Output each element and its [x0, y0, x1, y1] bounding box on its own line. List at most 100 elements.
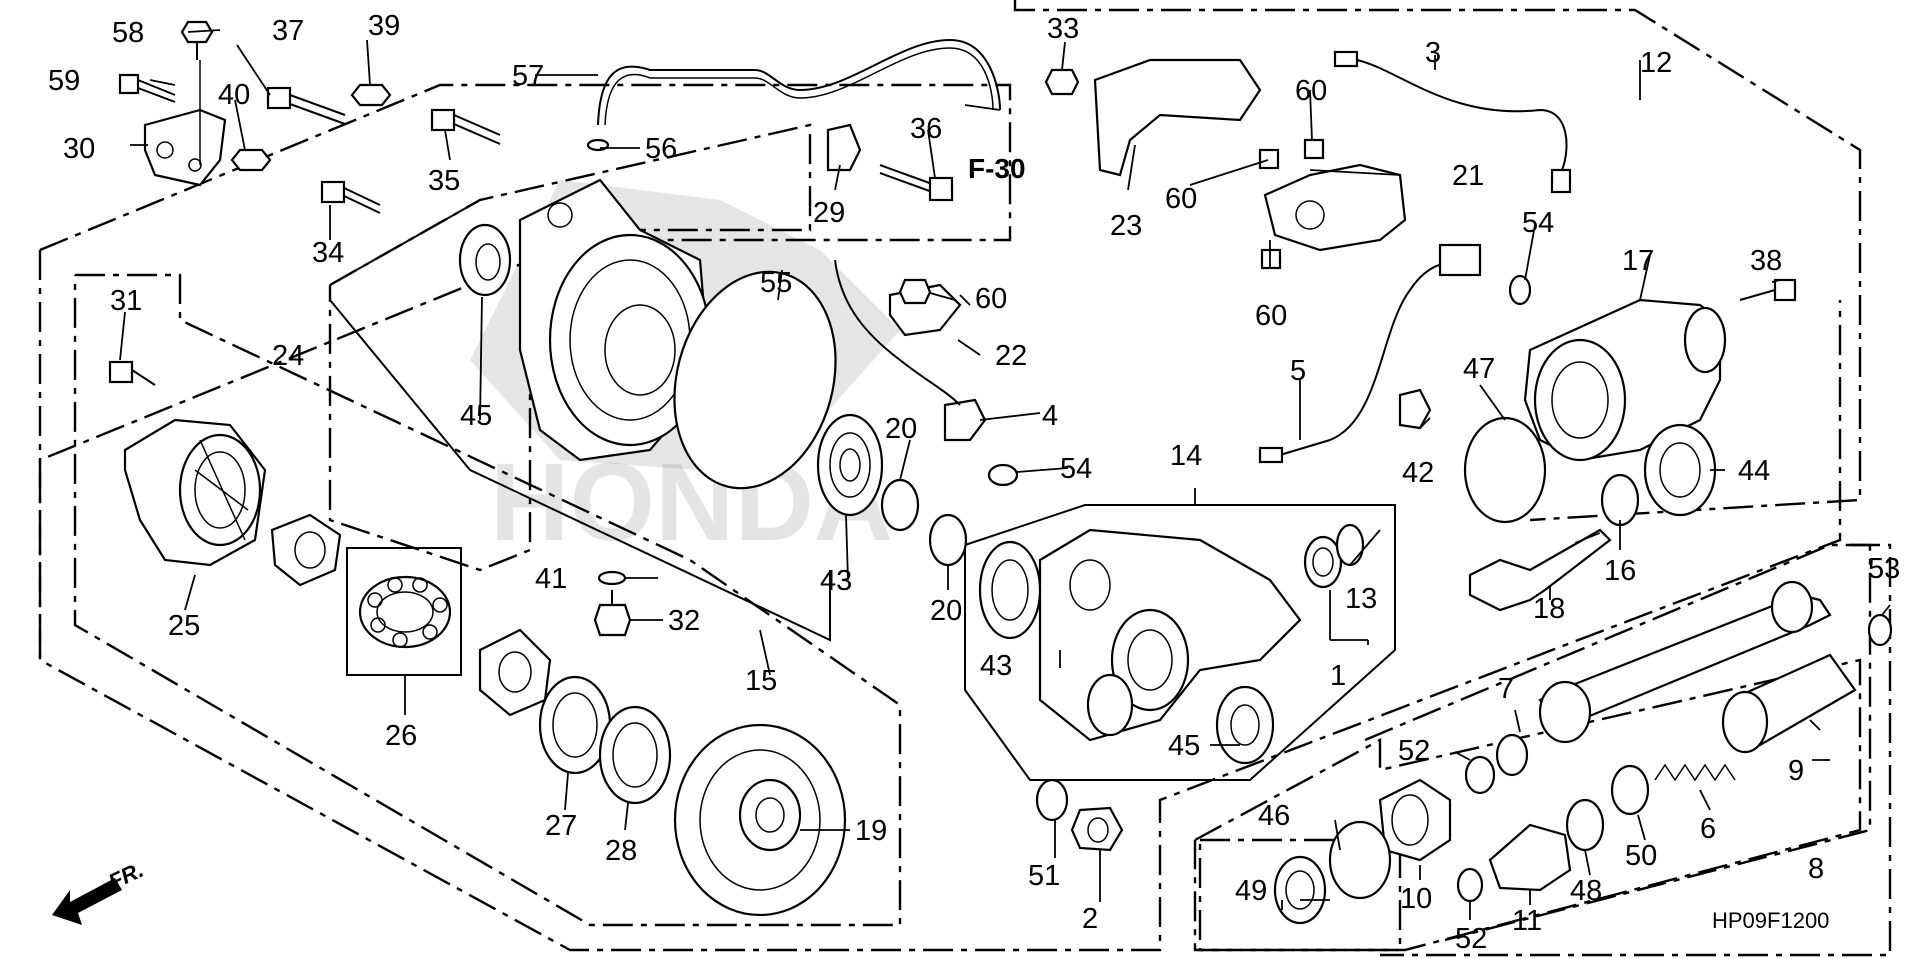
callout-57: 57 — [512, 60, 544, 92]
motor-unit-17 — [1523, 298, 1727, 462]
solid-outlines — [329, 199, 1396, 781]
breather-tube-57 — [597, 38, 1001, 126]
group-outlines — [38, 0, 1892, 957]
callout-26: 26 — [385, 720, 417, 752]
reference-f30: F-30 — [968, 153, 1026, 184]
washer-54-lower — [987, 463, 1019, 487]
callout-53: 53 — [1868, 553, 1900, 585]
bolt-35 — [430, 108, 501, 145]
callout-39: 39 — [368, 10, 400, 42]
circlip-52-upper — [1464, 755, 1496, 795]
clip-42 — [1398, 388, 1432, 430]
callout-60-top: 60 — [1295, 75, 1327, 107]
callout-31: 31 — [110, 285, 142, 317]
outline-main-housing-group — [38, 83, 1842, 952]
callout-49: 49 — [1235, 875, 1267, 907]
oil-seal-45-lower — [1215, 685, 1275, 765]
bearing-43-lower — [978, 540, 1042, 640]
callout-43-upper: 43 — [820, 565, 852, 597]
bolt-60-b — [1258, 148, 1280, 170]
diagram-code: HP09F1200 — [1712, 908, 1829, 933]
callout-3: 3 — [1425, 37, 1441, 69]
callout-21: 21 — [1452, 160, 1484, 192]
callout-1: 1 — [1330, 660, 1346, 692]
joint-10 — [1378, 778, 1452, 862]
callout-17: 17 — [1622, 245, 1654, 277]
washer-53 — [1867, 613, 1893, 647]
outline-spider-box — [346, 547, 462, 676]
washer-20-upper — [880, 478, 920, 532]
washer-41 — [597, 570, 627, 586]
outline-bearing-line — [329, 299, 471, 471]
bolt-59 — [118, 73, 176, 103]
callout-52-lower: 52 — [1455, 923, 1487, 955]
callout-47: 47 — [1463, 353, 1495, 385]
actuator-21 — [1263, 163, 1407, 252]
callout-40: 40 — [218, 79, 250, 111]
bolt-38 — [1739, 278, 1797, 302]
callout-45-lower: 45 — [1168, 730, 1200, 762]
bearing-44 — [1643, 423, 1717, 517]
callout-56: 56 — [645, 133, 677, 165]
callout-33: 33 — [1047, 13, 1079, 45]
bolt-34 — [320, 180, 381, 214]
side-gear-24 — [270, 513, 342, 587]
callouts: 58 37 39 59 40 30 35 34 31 24 25 26 27 2… — [48, 10, 1900, 955]
callout-41: 41 — [535, 563, 567, 595]
wire-harness-5 — [1258, 243, 1482, 464]
outline-case-lines-2 — [469, 469, 831, 642]
callout-48: 48 — [1570, 875, 1602, 907]
callout-7: 7 — [1498, 673, 1514, 705]
callout-25: 25 — [168, 610, 200, 642]
drain-bolt-2 — [1070, 806, 1124, 852]
washer-51 — [1035, 778, 1069, 822]
outline-case-lines — [329, 199, 481, 286]
callout-38: 38 — [1750, 245, 1782, 277]
seal-16 — [1600, 473, 1640, 527]
circlip-7 — [1495, 733, 1529, 777]
callout-16: 16 — [1604, 555, 1636, 587]
callout-5: 5 — [1290, 355, 1306, 387]
callout-24: 24 — [272, 340, 304, 372]
differential-housing-25 — [123, 418, 267, 567]
callout-60-sensor: 60 — [975, 283, 1007, 315]
callout-29: 29 — [813, 197, 845, 229]
callout-4: 4 — [1042, 400, 1058, 432]
callout-20-upper: 20 — [885, 413, 917, 445]
stop-ring-50 — [1610, 764, 1650, 816]
callout-19: 19 — [855, 815, 887, 847]
callout-30: 30 — [63, 133, 95, 165]
bolt-32 — [593, 590, 632, 637]
bolt-33 — [1044, 68, 1080, 96]
leader-lines — [119, 29, 1891, 920]
nut-39 — [350, 83, 392, 107]
callout-59: 59 — [48, 65, 80, 97]
axle-shaft — [1538, 580, 1832, 744]
callout-58: 58 — [112, 17, 144, 49]
front-direction-arrow: FR. — [52, 857, 147, 925]
sensor-4 — [834, 259, 987, 442]
callout-14: 14 — [1170, 440, 1202, 472]
final-gear-case-14 — [1038, 528, 1302, 742]
callout-9: 9 — [1788, 755, 1804, 787]
bearing-49 — [1273, 855, 1327, 925]
o-ring-47 — [1463, 416, 1547, 524]
callout-34: 34 — [312, 237, 344, 269]
callout-28: 28 — [605, 835, 637, 867]
callout-32: 32 — [668, 605, 700, 637]
outline-final-gear-case — [964, 504, 1396, 781]
callout-54-lower: 54 — [1060, 453, 1092, 485]
callout-8: 8 — [1808, 853, 1824, 885]
bracket-30 — [143, 60, 227, 187]
pinion-shaft-18 — [1468, 528, 1612, 612]
outline-motor-group — [1013, 0, 1862, 522]
callout-6: 6 — [1700, 813, 1716, 845]
callout-50: 50 — [1625, 840, 1657, 872]
boot-11 — [1488, 823, 1572, 892]
bolt-58 — [180, 20, 214, 60]
callout-20-lower: 20 — [930, 595, 962, 627]
callout-23: 23 — [1110, 210, 1142, 242]
callout-44: 44 — [1738, 455, 1770, 487]
ring-gear-19 — [673, 723, 847, 917]
